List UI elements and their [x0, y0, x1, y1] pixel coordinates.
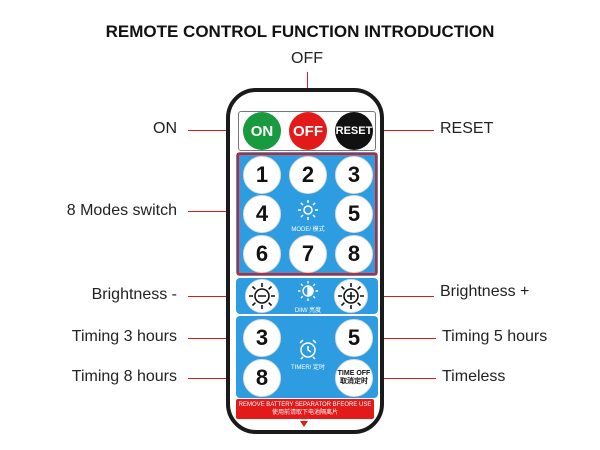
page-title: REMOTE CONTROL FUNCTION INTRODUCTION: [105, 22, 495, 41]
alarm-clock-icon: [299, 339, 317, 360]
timer-label: TIMER/ 定时: [291, 365, 325, 371]
gear-icon: [298, 200, 318, 220]
label-reset: RESET: [440, 120, 494, 137]
label-timeless: Timeless: [442, 368, 506, 385]
label-brightness-minus: Brightness -: [91, 286, 177, 303]
label-timing-5: Timing 5 hours: [442, 328, 548, 345]
callout-line-timeless: [366, 378, 436, 379]
mode-button-1[interactable]: 1: [243, 156, 281, 194]
callout-line-brightness-minus: [188, 296, 244, 297]
label-on: ON: [153, 120, 177, 137]
off-button[interactable]: OFF: [289, 112, 327, 150]
sun-minus-icon: [249, 283, 275, 309]
mode-label: MODE/ 模式: [291, 227, 325, 233]
sun-plus-icon: [338, 283, 364, 309]
mode-button-8[interactable]: 8: [335, 235, 373, 273]
mode-button-5[interactable]: 5: [335, 195, 373, 233]
mode-highlight-box: [237, 153, 377, 275]
battery-text-cn: 使用前请取下电池隔离片: [271, 410, 338, 416]
brightness-minus-button[interactable]: [245, 279, 279, 313]
callout-line-timing-5: [366, 338, 436, 339]
on-button[interactable]: ON: [243, 112, 281, 150]
brightness-plus-button[interactable]: [334, 279, 368, 313]
callout-line-timing-8: [188, 378, 244, 379]
dim-label: DIM/ 亮度: [294, 308, 322, 314]
battery-separator-tab[interactable]: REMOVE BATTERY SEPARATOR BFEORE USE 使用前请…: [236, 399, 374, 419]
mode-button-4[interactable]: 4: [243, 195, 281, 233]
callout-line-modes: [188, 211, 238, 212]
callout-line-timing-3: [188, 338, 244, 339]
mode-button-6[interactable]: 6: [243, 235, 281, 273]
label-brightness-plus: Brightness +: [440, 283, 530, 300]
reset-button[interactable]: RESET: [335, 112, 373, 150]
mode-button-2[interactable]: 2: [289, 156, 327, 194]
timer-5-hours-button[interactable]: 5: [335, 319, 373, 357]
time-off-button[interactable]: TIME OFF 取消定时: [335, 359, 373, 397]
battery-text-en: REMOVE BATTERY SEPARATOR BFEORE USE: [238, 402, 372, 408]
label-off: OFF: [291, 50, 323, 67]
timer-8-hours-button[interactable]: 8: [243, 359, 281, 397]
mode-button-3[interactable]: 3: [335, 156, 373, 194]
down-arrow-icon: [300, 421, 308, 427]
callout-line-on: [188, 130, 246, 131]
callout-line-reset: [366, 130, 434, 131]
time-off-label: TIME OFF: [337, 370, 371, 377]
time-off-label-cn: 取消定时: [340, 378, 368, 385]
brightness-icon: [298, 281, 318, 301]
mode-button-7[interactable]: 7: [289, 235, 327, 273]
callout-line-brightness-plus: [366, 296, 434, 297]
label-modes: 8 Modes switch: [66, 202, 177, 219]
label-timing-8: Timing 8 hours: [71, 368, 177, 385]
timer-3-hours-button[interactable]: 3: [243, 319, 281, 357]
label-timing-3: Timing 3 hours: [71, 328, 177, 345]
